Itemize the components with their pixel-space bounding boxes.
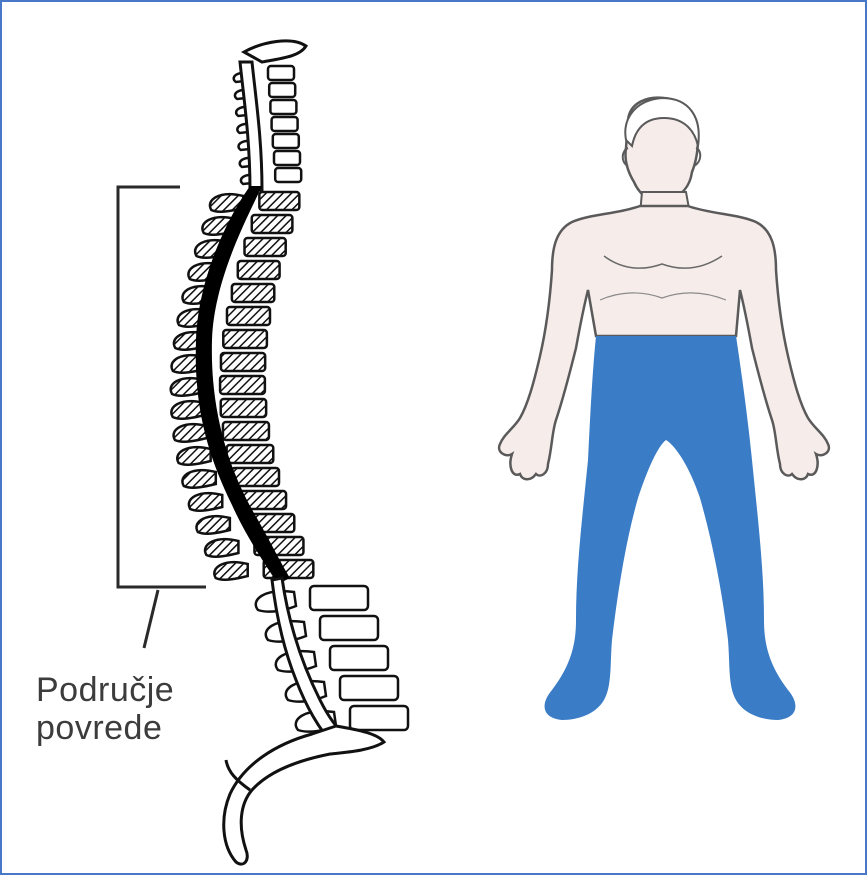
injury-area-label-line2: povrede [36,710,162,746]
spine-icon [171,41,408,864]
human-body-icon [499,98,829,720]
skull-base [244,41,306,62]
sacrum [224,726,384,864]
paralyzed-region [545,336,796,720]
injury-area-label-line1: Područje [36,672,174,708]
